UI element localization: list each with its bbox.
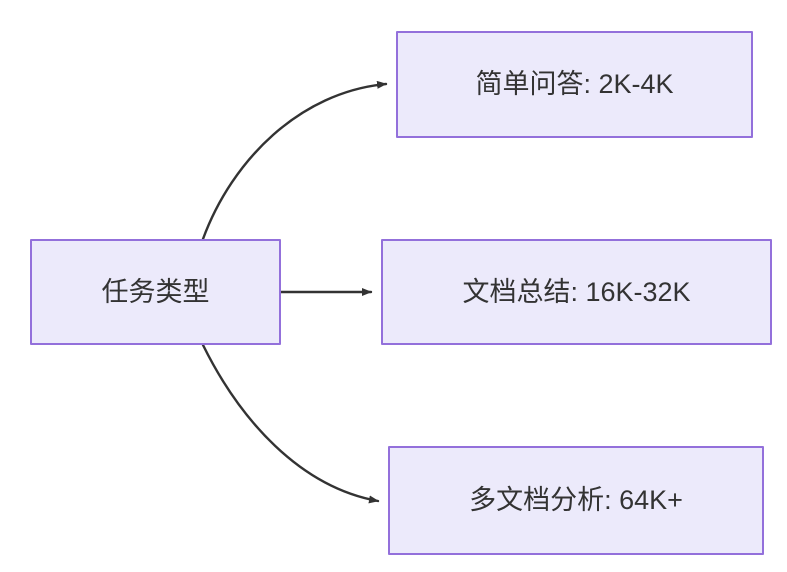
- node-task-type-label: 任务类型: [101, 276, 210, 307]
- edge-root-to-multi-doc: [201, 343, 380, 504]
- node-task-type[interactable]: 任务类型: [30, 239, 281, 345]
- node-multi-document-analysis[interactable]: 多文档分析: 64K+: [388, 446, 764, 555]
- node-document-summary-label: 文档总结: 16K-32K: [462, 276, 691, 307]
- node-multi-document-analysis-label: 多文档分析: 64K+: [469, 485, 683, 516]
- node-simple-qa-label: 简单问答: 2K-4K: [475, 69, 674, 100]
- node-document-summary[interactable]: 文档总结: 16K-32K: [381, 239, 772, 345]
- node-simple-qa[interactable]: 简单问答: 2K-4K: [396, 31, 753, 138]
- edge-root-to-simple-qa: [201, 80, 388, 241]
